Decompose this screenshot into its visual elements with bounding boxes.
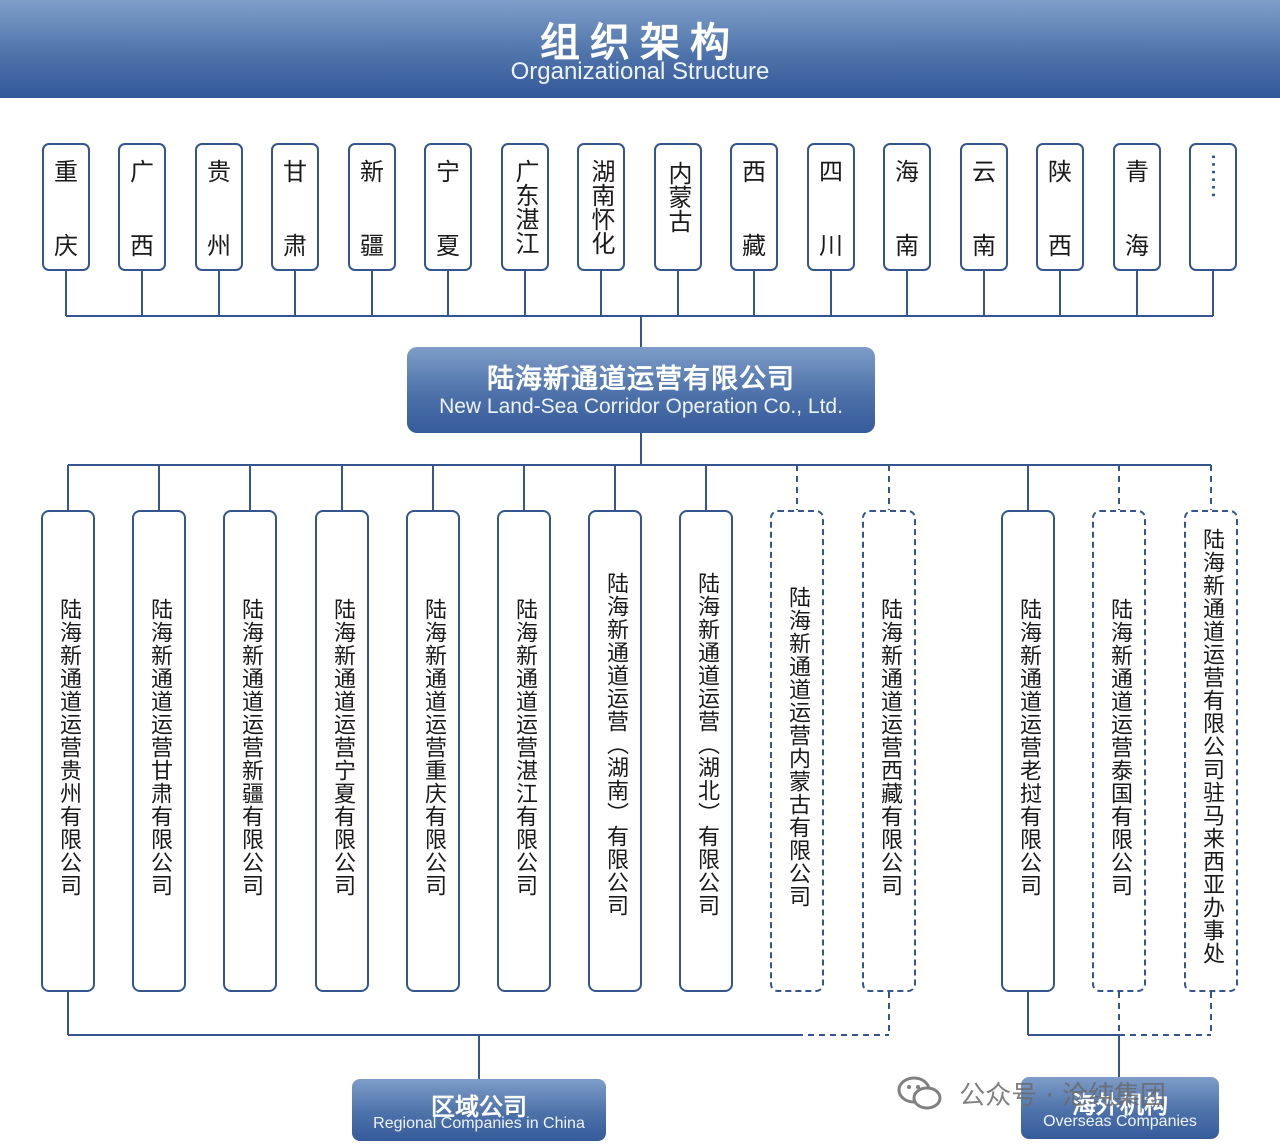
regional-label-cn: 区域公司 [431, 1093, 527, 1121]
province-box: 青海 [1113, 143, 1161, 271]
header-banner: 组织架构 Organizational Structure [0, 0, 1280, 98]
subsidiary-label: 陆海新通道运营（湖南）有限公司 [603, 572, 628, 917]
subsidiary-box-planned: 陆海新通道运营内蒙古有限公司 [770, 510, 824, 992]
regional-label-en: Regional Companies in China [373, 1115, 585, 1132]
province-label: 四 [819, 158, 843, 186]
province-box: 云南 [960, 143, 1008, 271]
province-label: 甘 [283, 158, 307, 186]
subsidiary-box-planned: 陆海新通道运营西藏有限公司 [862, 510, 916, 992]
subsidiary-label: 陆海新通道运营重庆有限公司 [421, 598, 446, 897]
province-label: 宁 [436, 158, 460, 186]
subsidiary-box: 陆海新通道运营（湖北）有限公司 [679, 510, 733, 992]
subsidiary-box: 陆海新通道运营湛江有限公司 [497, 510, 551, 992]
province-label: 州 [207, 232, 231, 260]
province-label: 海 [1125, 232, 1149, 260]
subsidiary-box: 陆海新通道运营新疆有限公司 [223, 510, 277, 992]
province-label: 南 [972, 232, 996, 260]
province-label: 藏 [742, 232, 766, 260]
subsidiary-label: 陆海新通道运营有限公司驻马来西亚办事处 [1199, 528, 1224, 965]
province-label: 云 [972, 158, 996, 186]
headquarters-name-en: New Land-Sea Corridor Operation Co., Ltd… [439, 395, 843, 418]
overseas-label-cn: 海外机构 [1072, 1091, 1168, 1119]
more-ellipsis-icon: ······ [1199, 153, 1227, 199]
page-title: 组织架构 [540, 20, 740, 66]
subsidiary-label: 陆海新通道运营新疆有限公司 [238, 598, 263, 897]
province-label: 广 [130, 158, 154, 186]
province-label: 庆 [54, 232, 78, 260]
province-label: 新 [360, 158, 384, 186]
province-label: 陕 [1048, 158, 1072, 186]
province-box: 海南 [883, 143, 931, 271]
subsidiary-label: 陆海新通道运营贵州有限公司 [56, 598, 81, 897]
subsidiary-box: 陆海新通道运营甘肃有限公司 [132, 510, 186, 992]
overseas-box-planned: 陆海新通道运营泰国有限公司 [1092, 510, 1146, 992]
overseas-box-planned: 陆海新通道运营有限公司驻马来西亚办事处 [1184, 510, 1238, 992]
watermark-text: 公众号 · 沧纯集团 [959, 1081, 1167, 1111]
regional-companies-label: 区域公司 Regional Companies in China [352, 1079, 606, 1141]
province-box: 甘肃 [271, 143, 319, 271]
province-label: 海 [895, 158, 919, 186]
province-box: 内蒙古 [654, 143, 702, 271]
subsidiary-box: 陆海新通道运营贵州有限公司 [41, 510, 95, 992]
province-label: 西 [1048, 232, 1072, 260]
province-box: 重庆 [42, 143, 90, 271]
province-box: 贵州 [195, 143, 243, 271]
subsidiary-label: 陆海新通道运营（湖北）有限公司 [694, 572, 719, 917]
subsidiary-label: 陆海新通道运营湛江有限公司 [512, 598, 537, 897]
province-label: 肃 [283, 232, 307, 260]
headquarters-name-cn: 陆海新通道运营有限公司 [487, 364, 795, 395]
overseas-box: 陆海新通道运营老挝有限公司 [1001, 510, 1055, 992]
page-subtitle: Organizational Structure [510, 58, 770, 85]
subsidiary-label: 陆海新通道运营泰国有限公司 [1107, 598, 1132, 897]
subsidiary-label: 陆海新通道运营内蒙古有限公司 [785, 586, 810, 908]
province-label: 西 [742, 158, 766, 186]
province-label: 贵 [207, 158, 231, 186]
province-label: 重 [54, 158, 78, 186]
headquarters-box: 陆海新通道运营有限公司 New Land-Sea Corridor Operat… [407, 347, 875, 433]
overseas-label-en: Overseas Companies [1043, 1113, 1197, 1130]
province-box: 广西 [118, 143, 166, 271]
subsidiary-label: 陆海新通道运营西藏有限公司 [877, 598, 902, 897]
province-label: 广东湛江 [511, 159, 539, 255]
province-label: 青 [1125, 158, 1149, 186]
province-box: 新疆 [348, 143, 396, 271]
subsidiary-label: 陆海新通道运营甘肃有限公司 [147, 598, 172, 897]
subsidiary-box: 陆海新通道运营重庆有限公司 [406, 510, 460, 992]
subsidiary-box: 陆海新通道运营（湖南）有限公司 [588, 510, 642, 992]
province-label: 疆 [360, 232, 384, 260]
province-label: 湖南怀化 [587, 159, 615, 255]
subsidiary-label: 陆海新通道运营老挝有限公司 [1016, 598, 1041, 897]
province-label: 南 [895, 232, 919, 260]
subsidiary-box: 陆海新通道运营宁夏有限公司 [315, 510, 369, 992]
province-box-more: ······ [1189, 143, 1237, 271]
province-box: 四川 [807, 143, 855, 271]
overseas-companies-label: 海外机构 Overseas Companies [1021, 1077, 1219, 1139]
province-box: 广东湛江 [501, 143, 549, 271]
subsidiary-label: 陆海新通道运营宁夏有限公司 [330, 598, 355, 897]
province-label: 川 [819, 232, 843, 260]
province-label: 内蒙古 [664, 161, 692, 233]
province-box: 西藏 [730, 143, 778, 271]
province-label: 西 [130, 232, 154, 260]
province-box: 湖南怀化 [577, 143, 625, 271]
wechat-icon [897, 1076, 942, 1109]
watermark: 公众号 · 沧纯集团 [897, 1075, 1166, 1112]
province-box: 宁夏 [424, 143, 472, 271]
province-box: 陕西 [1036, 143, 1084, 271]
province-label: 夏 [436, 232, 460, 260]
